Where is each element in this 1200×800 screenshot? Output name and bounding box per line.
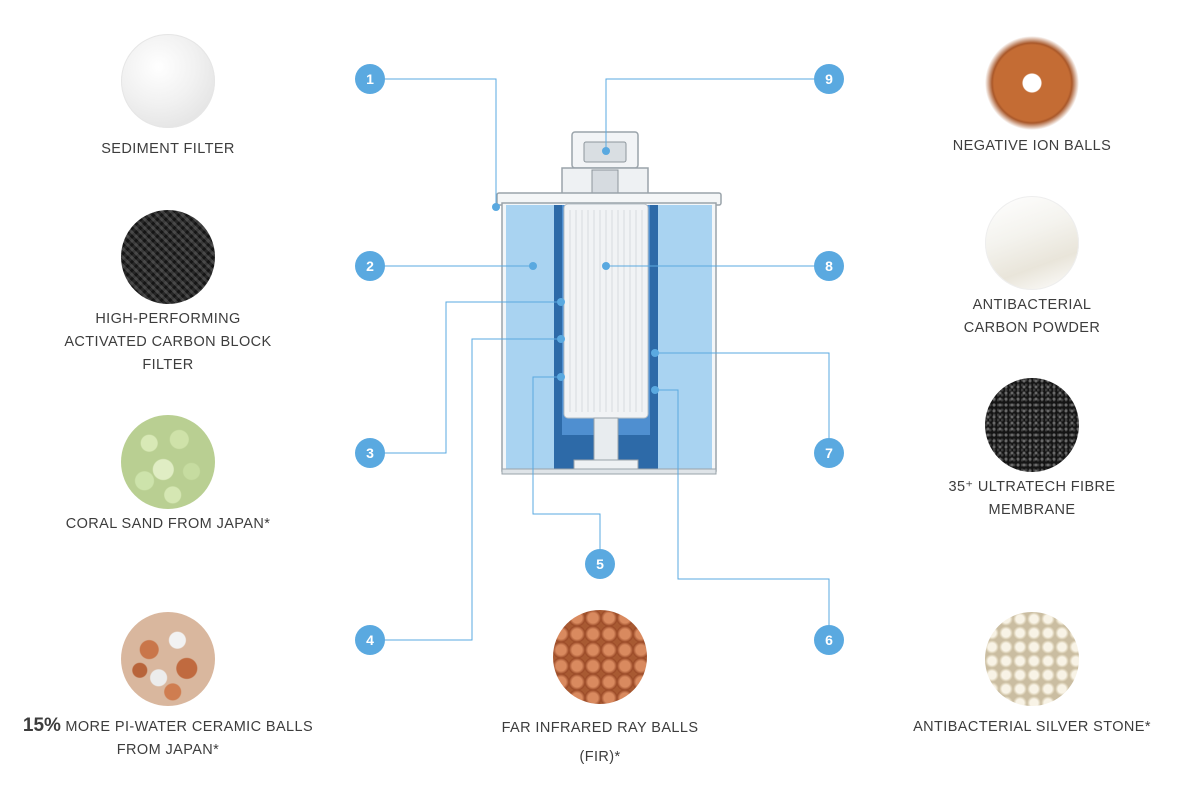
callout-line-5 bbox=[532, 376, 601, 549]
carbon-block-image bbox=[121, 210, 215, 304]
material-antibac-powder: ANTIBACTERIAL CARBON POWDER bbox=[932, 196, 1132, 340]
material-label-line: ANTIBACTERIAL SILVER STONE* bbox=[913, 719, 1151, 735]
callout-number: 8 bbox=[825, 258, 833, 274]
antibac-powder-image bbox=[985, 196, 1079, 290]
material-label-line: FROM JAPAN* bbox=[116, 742, 220, 758]
callout-number: 7 bbox=[825, 445, 833, 461]
callout-dot bbox=[557, 373, 565, 381]
material-ultratech-fibre: 35⁺ ULTRATECH FIBRE MEMBRANE bbox=[922, 378, 1142, 522]
callout-number: 9 bbox=[825, 71, 833, 87]
material-label-line: ACTIVATED CARBON BLOCK bbox=[64, 334, 272, 350]
callout-badge-6: 6 bbox=[814, 625, 844, 655]
callout-line-1 bbox=[384, 78, 497, 207]
callout-dot bbox=[529, 262, 537, 270]
callout-badge-9: 9 bbox=[814, 64, 844, 94]
callout-line-4 bbox=[384, 338, 561, 641]
material-label-line: HIGH-PERFORMING bbox=[95, 311, 241, 327]
callout-line-6 bbox=[655, 389, 830, 625]
material-ceramic-balls: 15% MORE PI-WATER CERAMIC BALLS FROM JAP… bbox=[8, 612, 328, 762]
callout-number: 1 bbox=[366, 71, 374, 87]
material-sediment-filter: SEDIMENT FILTER bbox=[68, 34, 268, 161]
callout-badge-7: 7 bbox=[814, 438, 844, 468]
callout-badge-1: 1 bbox=[355, 64, 385, 94]
material-carbon-block: HIGH-PERFORMING ACTIVATED CARBON BLOCK F… bbox=[40, 210, 296, 377]
material-label-line: FILTER bbox=[142, 357, 194, 373]
material-coral-sand: CORAL SAND FROM JAPAN* bbox=[48, 415, 288, 536]
callout-badge-3: 3 bbox=[355, 438, 385, 468]
fir-balls-image bbox=[553, 610, 647, 704]
callout-badge-2: 2 bbox=[355, 251, 385, 281]
callout-dot bbox=[557, 298, 565, 306]
callout-dot bbox=[651, 386, 659, 394]
ceramic-balls-image bbox=[121, 612, 215, 706]
negative-ion-image bbox=[985, 36, 1079, 130]
callout-badge-4: 4 bbox=[355, 625, 385, 655]
material-negative-ion: NEGATIVE ION BALLS bbox=[922, 36, 1142, 158]
ceramic-highlight: 15% bbox=[22, 715, 61, 736]
filter-cartridge bbox=[496, 131, 722, 475]
material-label-line: 35⁺ ULTRATECH FIBRE bbox=[948, 479, 1116, 495]
coral-sand-image bbox=[121, 415, 215, 509]
callout-number: 6 bbox=[825, 632, 833, 648]
callout-dot bbox=[492, 203, 500, 211]
callout-badges: 1 2 3 4 5 6 7 8 9 bbox=[355, 64, 844, 655]
callout-lines bbox=[384, 78, 830, 641]
material-label-line: 15% MORE PI-WATER CERAMIC BALLS bbox=[8, 714, 328, 739]
callout-dot bbox=[651, 349, 659, 357]
material-label-line: MEMBRANE bbox=[988, 502, 1076, 518]
callout-line-9 bbox=[605, 78, 814, 151]
material-label-line: (FIR)* bbox=[579, 749, 621, 765]
material-label-line: ANTIBACTERIAL bbox=[972, 297, 1092, 313]
callout-number: 4 bbox=[366, 632, 374, 648]
material-fir-balls: FAR INFRARED RAY BALLS (FIR)* bbox=[476, 610, 724, 772]
callout-dot bbox=[602, 262, 610, 270]
ultratech-fibre-image bbox=[985, 378, 1079, 472]
callout-dot bbox=[602, 147, 610, 155]
callout-line-7 bbox=[655, 352, 830, 438]
callout-dot bbox=[557, 335, 565, 343]
material-label-line: CORAL SAND FROM JAPAN* bbox=[65, 516, 271, 532]
material-label-line: NEGATIVE ION BALLS bbox=[952, 138, 1112, 154]
callout-badge-8: 8 bbox=[814, 251, 844, 281]
callout-line-3 bbox=[384, 301, 561, 454]
callout-badge-5: 5 bbox=[585, 549, 615, 579]
material-label-line: CARBON POWDER bbox=[963, 320, 1101, 336]
ceramic-label-text: MORE PI-WATER CERAMIC BALLS bbox=[65, 719, 314, 735]
material-label-line: FAR INFRARED RAY BALLS bbox=[501, 720, 699, 736]
callout-dots bbox=[492, 147, 659, 394]
material-label-line: SEDIMENT FILTER bbox=[101, 141, 235, 157]
callout-number: 2 bbox=[366, 258, 374, 274]
material-silver-stone: ANTIBACTERIAL SILVER STONE* bbox=[902, 612, 1162, 739]
silver-stone-image bbox=[985, 612, 1079, 706]
callout-number: 5 bbox=[596, 556, 604, 572]
callout-number: 3 bbox=[366, 445, 374, 461]
sediment-filter-image bbox=[121, 34, 215, 128]
